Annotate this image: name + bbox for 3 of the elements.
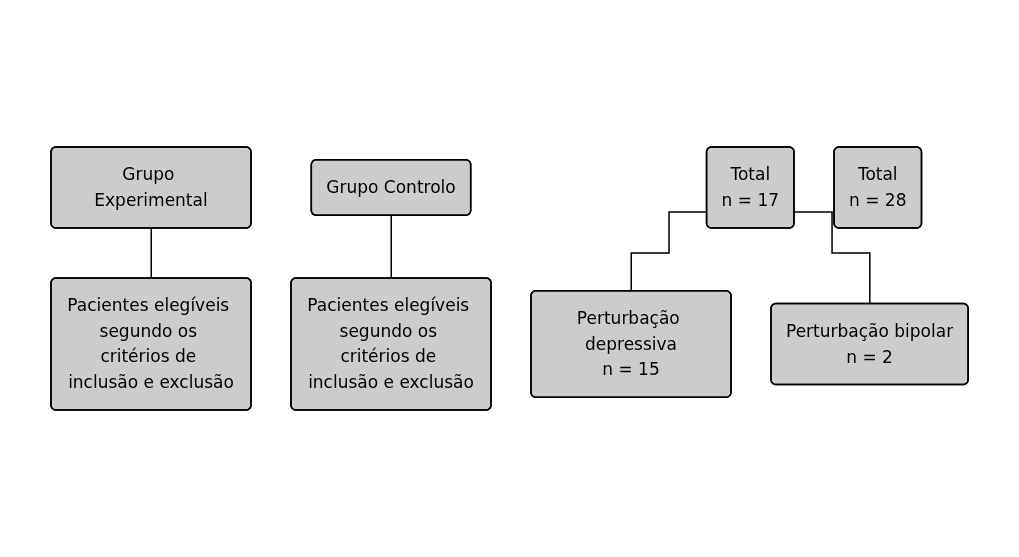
connector bbox=[390, 215, 393, 280]
connector bbox=[793, 211, 871, 305]
connector bbox=[150, 227, 153, 280]
